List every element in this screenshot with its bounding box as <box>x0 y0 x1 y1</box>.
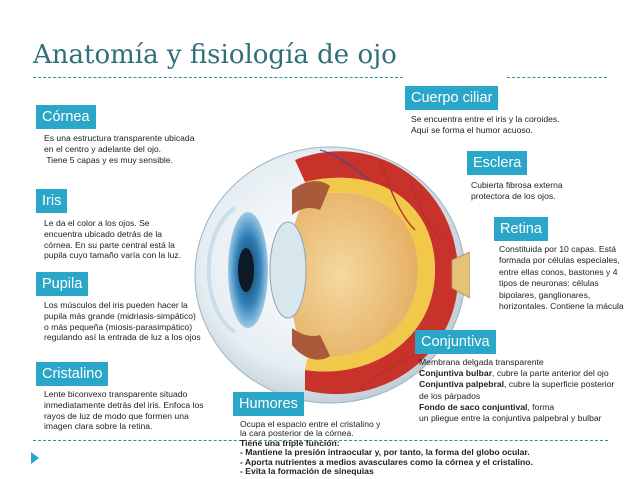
iris-label: Iris <box>36 189 68 213</box>
iris-description: Le da el color a los ojos. Se encuentra … <box>44 218 181 261</box>
optic-nerve <box>451 251 470 299</box>
ciliary-body-lower <box>292 328 330 360</box>
humores-desc-line: Tiene una triple función: <box>240 437 340 448</box>
retina-desc-line: horizontales. Contiene la mácula <box>499 301 624 312</box>
cristalino-desc-line: Lente biconvexo transparente situado <box>44 389 188 399</box>
conjuntiva-label: Conjuntiva <box>415 330 496 354</box>
cristalino-desc-line: rayos de luz de modo que formen una <box>44 410 189 421</box>
retina-layer <box>305 177 435 372</box>
cornea-label: Córnea <box>36 105 96 129</box>
conjuntiva-bulbar-line: Conjuntiva bulbar, cubre la parte anteri… <box>419 368 614 379</box>
cuerpo-ciliar-description: Se encuentra entre el iris y la coroides… <box>411 114 560 136</box>
pupila-label: Pupila <box>36 272 89 296</box>
conjuntiva-fondo-text: , forma <box>527 401 555 412</box>
iris-desc-line: córnea. En su parte central está la <box>44 239 175 250</box>
blood-vessel <box>319 149 371 181</box>
cristalino-desc-line: imagen clara sobre la retina. <box>44 421 153 432</box>
esclera-description: Cubierta fibrosa externa protectora de l… <box>471 180 563 202</box>
eye-cross-section-illustration <box>194 146 470 404</box>
retina-desc-line: Constituida por 10 capas. Está <box>499 244 617 254</box>
esclera-label: Esclera <box>467 151 528 175</box>
pupil-shape <box>238 248 254 292</box>
conjuntiva-fondo-term: Fondo de saco conjuntival <box>419 401 528 412</box>
cornea-desc-line: Tiene 5 capas y es muy sensible. <box>44 154 173 165</box>
retina-description: Constituida por 10 capas. Está formada p… <box>499 244 624 312</box>
humores-desc-line: Ocupa el espacio entre el cristalino y <box>240 419 381 429</box>
vitreous-body <box>289 192 418 358</box>
page-title: Anatomía y fisiología de ojo <box>33 40 397 70</box>
esclera-desc-line: protectora de los ojos. <box>471 190 556 201</box>
cornea-description: Es una estructura transparente ubicada e… <box>44 133 194 165</box>
pupila-desc-line: regulando así la entrada de luz a los oj… <box>44 332 201 343</box>
humores-desc-line: - Aporta nutrientes a medios avasculares… <box>240 456 533 467</box>
title-divider-right <box>507 77 607 78</box>
cristalino-description: Lente biconvexo transparente situado inm… <box>44 389 204 432</box>
blood-vessel <box>379 159 416 231</box>
blood-vessel <box>409 179 443 241</box>
cristalino-label: Cristalino <box>36 362 109 386</box>
cornea-desc-line: Es una estructura transparente ubicada <box>44 133 195 143</box>
retina-desc-line: entre ellas conos, bastones y 4 <box>499 266 618 277</box>
esclera-desc-line: Cubierta fibrosa externa <box>471 180 563 190</box>
retina-label: Retina <box>494 217 548 241</box>
humores-desc-line: - Evita la formación de sinequias <box>240 466 374 477</box>
humores-desc-line: la cara posterior de la córnea. <box>240 428 354 439</box>
title-divider <box>33 77 403 78</box>
iris-desc-line: encuentra ubicado detrás de la <box>44 228 163 239</box>
conjuntiva-fondo-line: Fondo de saco conjuntival, forma <box>419 402 614 413</box>
conjuntiva-bulbar-term: Conjuntiva bulbar <box>419 368 493 379</box>
cristalino-desc-line: inmediatamente detrás del iris. Enfoca l… <box>44 399 204 410</box>
bottom-divider <box>33 440 608 441</box>
iris-desc-line: Le da el color a los ojos. Se <box>44 218 150 228</box>
conjuntiva-desc-line: un pliegue entre la conjuntiva palpebral… <box>419 413 602 424</box>
humores-description: Ocupa el espacio entre el cristalino y l… <box>240 419 533 477</box>
cornea-desc-line: en el centro y adelante del ojo. <box>44 143 162 154</box>
humores-label: Humores <box>233 392 304 416</box>
cuerpo-ciliar-label: Cuerpo ciliar <box>405 86 499 110</box>
conjuntiva-desc-line: de los párpados <box>419 390 481 401</box>
ciliary-body <box>292 181 330 215</box>
conjuntiva-palpebral-text: , cubre la superficie posterior <box>504 379 615 390</box>
conjuntiva-palpebral-line: Conjuntiva palpebral, cubre la superfici… <box>419 379 614 390</box>
humores-desc-line: - Mantiene la presión intraocular y, por… <box>240 447 530 458</box>
cuerpo-ciliar-desc-line: Aquí se forma el humor acuoso. <box>411 124 533 135</box>
conjuntiva-palpebral-term: Conjuntiva palpebral <box>419 379 504 390</box>
pupila-desc-line: pupila más grande (midriasis-simpático) <box>44 310 196 321</box>
conjuntiva-description: Membrana delgada transparente Conjuntiva… <box>419 357 614 424</box>
pupila-desc-line: o más pequeña (miosis-parasimpático) <box>44 321 193 332</box>
pupila-description: Los músculos del iris pueden hacer la pu… <box>44 300 201 343</box>
play-triangle-icon[interactable] <box>31 452 39 464</box>
iris-desc-line: pupila cuyo tamaño varía con la luz. <box>44 250 182 261</box>
retina-desc-line: formada por células especiales, <box>499 255 620 266</box>
pupila-desc-line: Los músculos del iris pueden hacer la <box>44 300 188 310</box>
retina-desc-line: bipolares, ganglionares, <box>499 289 591 300</box>
conjuntiva-bulbar-text: , cubre la parte anterior del ojo <box>492 368 609 379</box>
lens-shape <box>269 221 307 319</box>
conjuntiva-desc-line: Membrana delgada transparente <box>419 357 544 367</box>
cornea-shape <box>206 206 237 334</box>
cuerpo-ciliar-desc-line: Se encuentra entre el iris y la coroides… <box>411 114 560 124</box>
retina-desc-line: tipos de neuronas: células <box>499 278 599 289</box>
